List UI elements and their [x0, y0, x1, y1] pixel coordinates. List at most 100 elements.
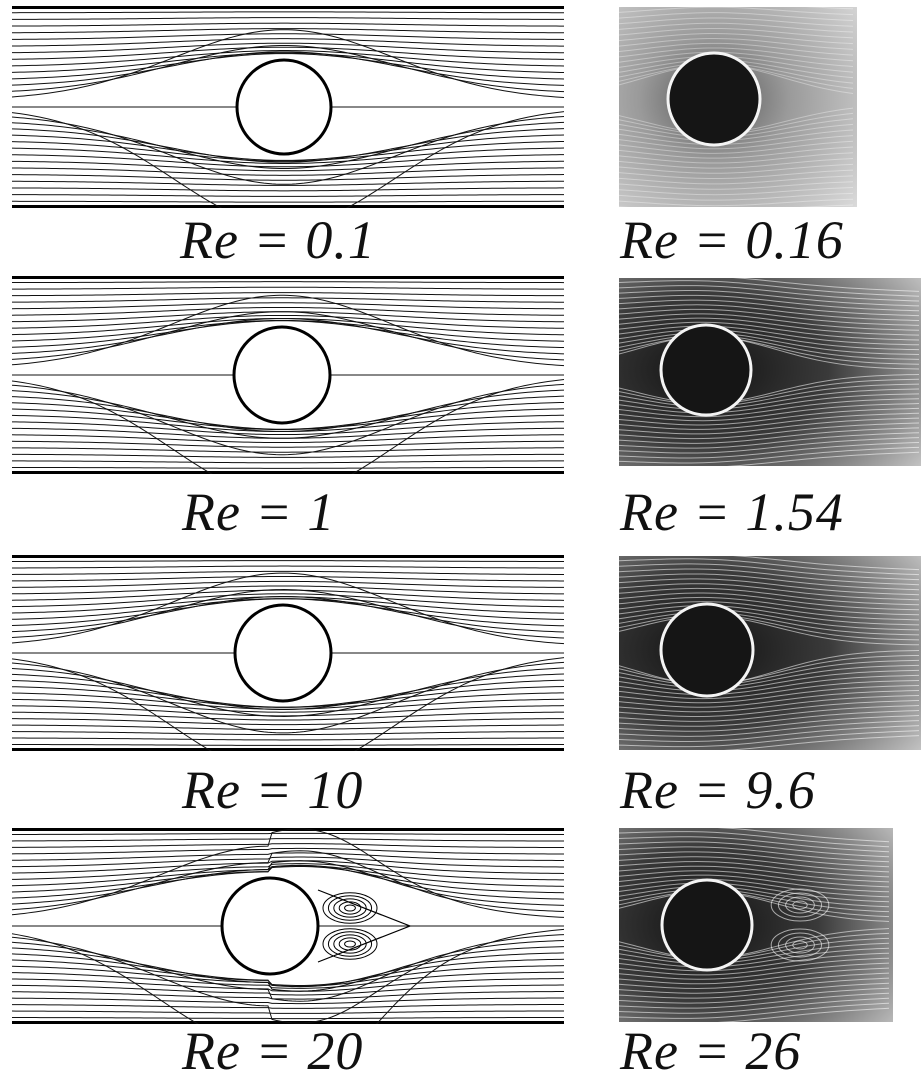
- streak-line: [619, 152, 854, 164]
- streamline: [12, 958, 564, 987]
- streamline: [12, 1016, 564, 1020]
- streamline: [12, 318, 564, 355]
- streamline: [12, 856, 564, 868]
- streamline: [12, 572, 564, 645]
- streamline: [12, 51, 564, 86]
- streamline: [12, 585, 564, 595]
- streak-line: [619, 882, 890, 903]
- streak-line: [619, 851, 890, 868]
- photo-background: [619, 828, 893, 1022]
- streamline: [12, 187, 564, 192]
- streamline: [12, 711, 564, 721]
- streak-line: [619, 187, 854, 196]
- experiment-photo-image: [619, 7, 857, 207]
- streak-line: [619, 583, 920, 601]
- streamline: [12, 560, 564, 562]
- streak-line: [619, 878, 890, 898]
- streak-line: [723, 735, 920, 750]
- streak-line: [619, 674, 920, 696]
- streamline-plot: [12, 6, 564, 208]
- streamline: [12, 447, 564, 453]
- streamline: [12, 297, 564, 303]
- streak-line: [726, 451, 920, 466]
- streamline: [12, 731, 564, 736]
- streamline: [12, 408, 564, 431]
- streak-line: [619, 614, 920, 641]
- upper-wake-eddy: [785, 896, 815, 914]
- streak-line: [619, 649, 920, 685]
- streak-line: [619, 720, 920, 737]
- streamline: [12, 832, 564, 836]
- streamline: [12, 847, 564, 855]
- streak-line: [619, 563, 920, 581]
- streamline: [12, 828, 564, 918]
- streamline: [12, 692, 564, 710]
- streak-line: [619, 967, 890, 985]
- streamline: [12, 440, 564, 448]
- streamline: [12, 53, 564, 80]
- streamline: [12, 460, 564, 464]
- streamline: [12, 116, 564, 185]
- streak-line: [619, 700, 920, 718]
- streamline: [12, 17, 564, 20]
- streak-line: [619, 17, 854, 27]
- streamline: [12, 453, 564, 458]
- streak-line: [619, 846, 890, 863]
- streak-line: [619, 388, 920, 410]
- lower-recirculation-vortex: [327, 931, 373, 957]
- streak-line: [619, 856, 890, 873]
- streamline: [12, 194, 564, 197]
- streak-line: [619, 888, 890, 913]
- streak-line: [619, 942, 890, 965]
- photo-reynolds-label-row-3: Re = 9.6: [620, 760, 816, 820]
- streamline: [12, 320, 564, 349]
- streamline: [12, 33, 564, 40]
- streak-line: [619, 861, 890, 878]
- photo-reynolds-label-row-4: Re = 26: [620, 1021, 802, 1081]
- streamline: [12, 466, 564, 469]
- streamline: [12, 724, 564, 730]
- streak-line: [619, 51, 854, 67]
- streamline: [12, 928, 564, 1024]
- streak-line: [619, 446, 920, 464]
- streamline: [12, 28, 564, 34]
- streamline: [12, 121, 564, 169]
- streak-line: [619, 33, 854, 45]
- lower-wake-eddy: [777, 932, 823, 958]
- cylinder: [232, 325, 332, 425]
- streak-line: [619, 885, 890, 908]
- streamline-plot: [12, 828, 564, 1024]
- streak-line: [732, 556, 920, 571]
- streamline: [12, 111, 564, 208]
- streamline: [12, 997, 564, 1005]
- lower-recirculation-vortex: [344, 940, 356, 948]
- simulation-panel-row-2: [12, 276, 564, 474]
- streamline: [12, 180, 564, 186]
- streamline: [12, 1010, 564, 1014]
- streamline: [12, 737, 564, 741]
- streamline: [12, 705, 564, 717]
- streamline: [12, 598, 564, 627]
- streak-line: [619, 947, 890, 968]
- streak-line: [732, 278, 920, 292]
- streak-line: [619, 332, 920, 356]
- streak-line: [619, 163, 854, 174]
- cylinder: [235, 58, 333, 156]
- streak-line: [619, 280, 920, 297]
- streak-line: [619, 304, 920, 322]
- streak-line: [619, 952, 890, 972]
- cylinder: [659, 602, 755, 698]
- streak-line: [619, 42, 854, 56]
- streak-line: [619, 870, 890, 888]
- streak-line: [619, 890, 890, 918]
- streak-line: [619, 198, 854, 207]
- cylinder: [233, 603, 333, 703]
- streamline: [12, 860, 564, 906]
- streamline: [12, 427, 564, 439]
- streak-line: [619, 181, 854, 190]
- streak-line: [619, 169, 854, 180]
- cylinder: [666, 51, 762, 147]
- streamline: [12, 414, 564, 433]
- streamline: [12, 147, 564, 164]
- streamline: [12, 850, 564, 913]
